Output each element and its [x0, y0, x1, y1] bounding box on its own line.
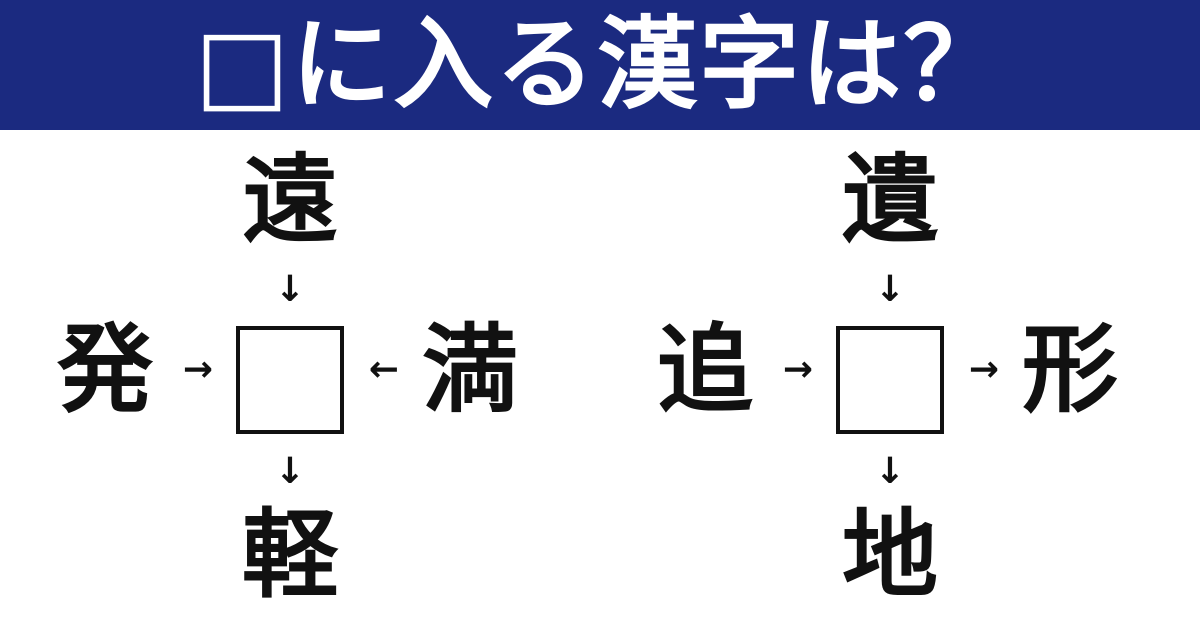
kanji-right: 満: [422, 314, 518, 426]
puzzle-right: 遺 ↓ 追 → → 形 ↓ 地: [600, 130, 1200, 630]
banner-title: □に入る漢字は？: [194, 6, 1006, 123]
arrow-down-bottom-icon: ↓: [874, 451, 906, 492]
arrow-down-top-icon: ↓: [274, 269, 306, 310]
arrow-right-right-icon: →: [968, 349, 1000, 390]
kanji-bottom: 軽: [242, 499, 338, 611]
kanji-top: 遺: [842, 144, 938, 256]
arrow-down-top-icon: ↓: [874, 269, 906, 310]
arrow-right-left-icon: →: [182, 349, 214, 390]
kanji-bottom: 地: [842, 499, 938, 611]
puzzle-left: 遠 ↓ 発 → ← 満 ↓ 軽: [0, 130, 600, 630]
arrow-down-bottom-icon: ↓: [274, 451, 306, 492]
kanji-left: 発: [57, 314, 153, 426]
kanji-left: 追: [657, 314, 753, 426]
title-banner: □に入る漢字は？: [0, 0, 1200, 130]
arrow-right-left-icon: →: [782, 349, 814, 390]
kanji-right: 形: [1022, 314, 1118, 426]
blank-box: [836, 326, 944, 434]
blank-box: [236, 326, 344, 434]
kanji-top: 遠: [242, 144, 338, 256]
arrow-left-right-icon: ←: [368, 349, 400, 390]
